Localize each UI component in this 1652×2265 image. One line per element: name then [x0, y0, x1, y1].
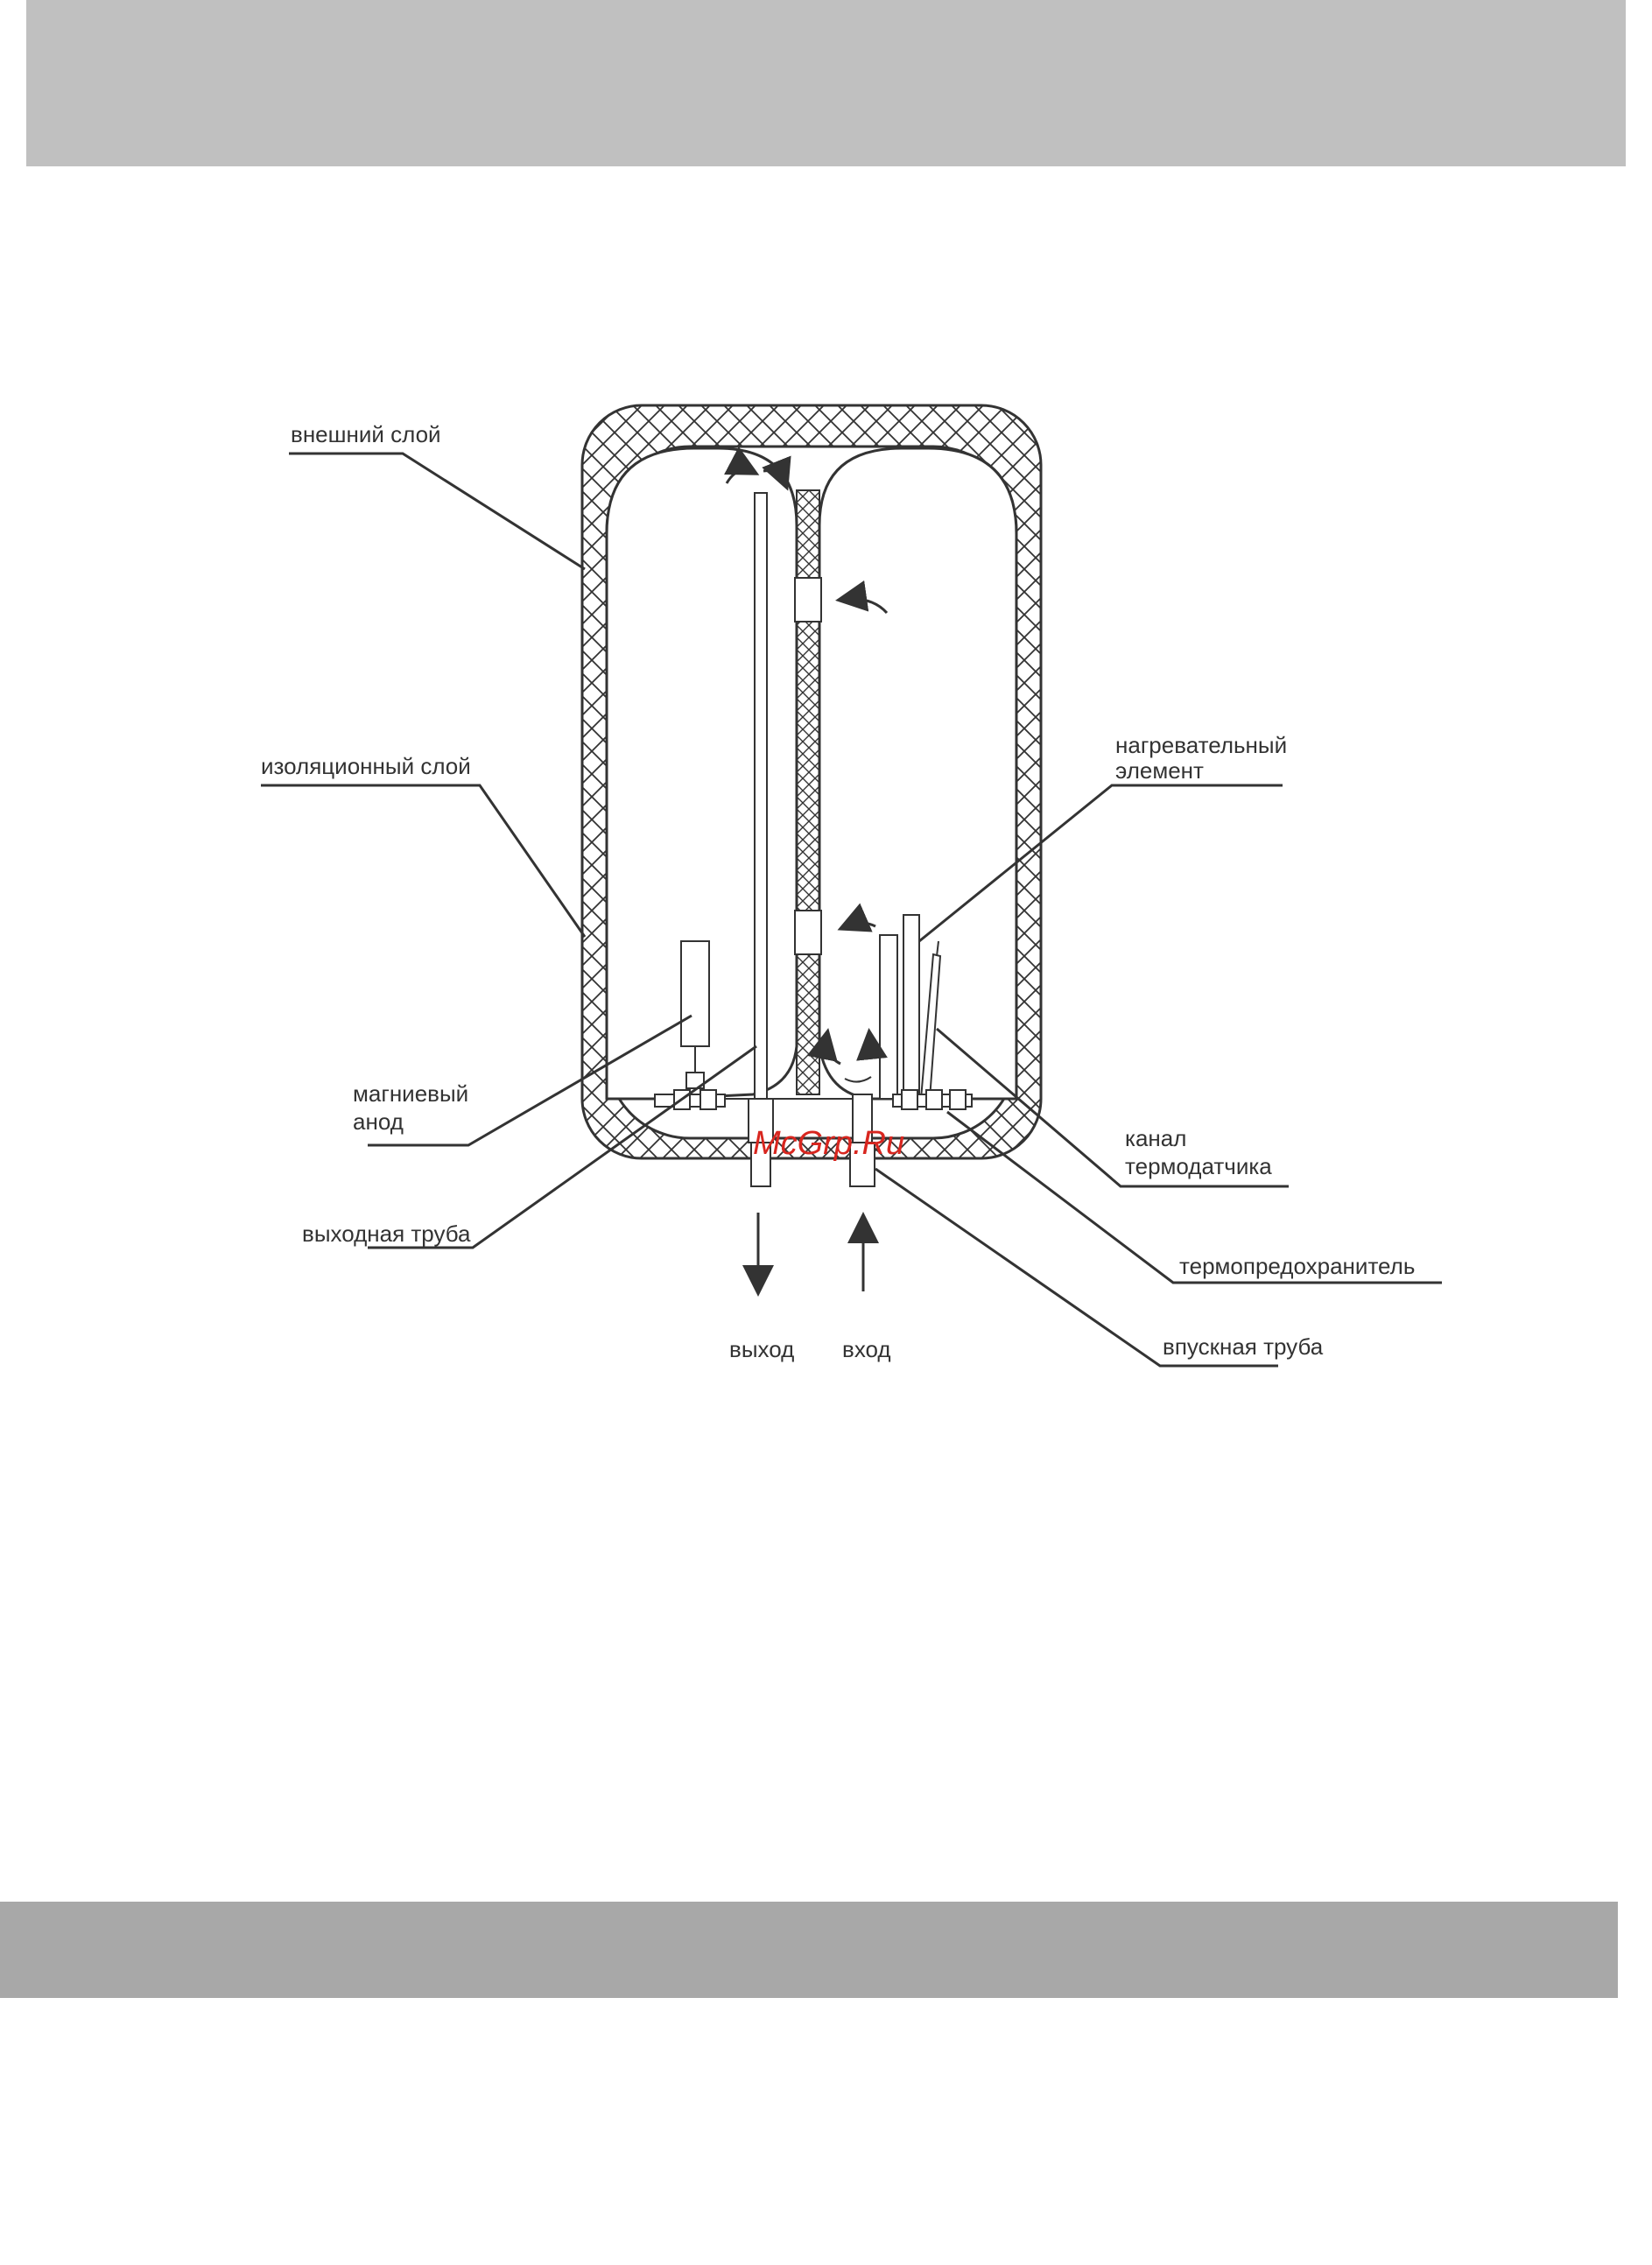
label-heating-element-line1: нагревательный [1115, 732, 1287, 758]
label-inlet: вход [842, 1336, 891, 1362]
label-heating-element-line2: элемент [1115, 757, 1204, 784]
label-thermal-fuse: термопредохранитель [1179, 1253, 1415, 1279]
label-outlet: выход [729, 1336, 794, 1362]
label-inlet-pipe: впускная труба [1163, 1333, 1324, 1360]
inner-chambers [607, 448, 1016, 1099]
label-insulation-layer: изоляционный слой [261, 753, 471, 779]
label-magnesium-anode-line2: анод [353, 1108, 404, 1135]
watermark-text: McGrp.Ru [753, 1125, 904, 1162]
label-sensor-channel-line1: канал [1125, 1125, 1186, 1151]
label-sensor-channel-line2: термодатчика [1125, 1153, 1272, 1179]
label-magnesium-anode-line1: магниевый [353, 1080, 468, 1107]
label-outlet-pipe: выходная труба [302, 1220, 471, 1247]
label-outer-layer: внешний слой [291, 421, 441, 447]
separator-block-upper [795, 578, 821, 622]
separator-block-lower [795, 911, 821, 954]
